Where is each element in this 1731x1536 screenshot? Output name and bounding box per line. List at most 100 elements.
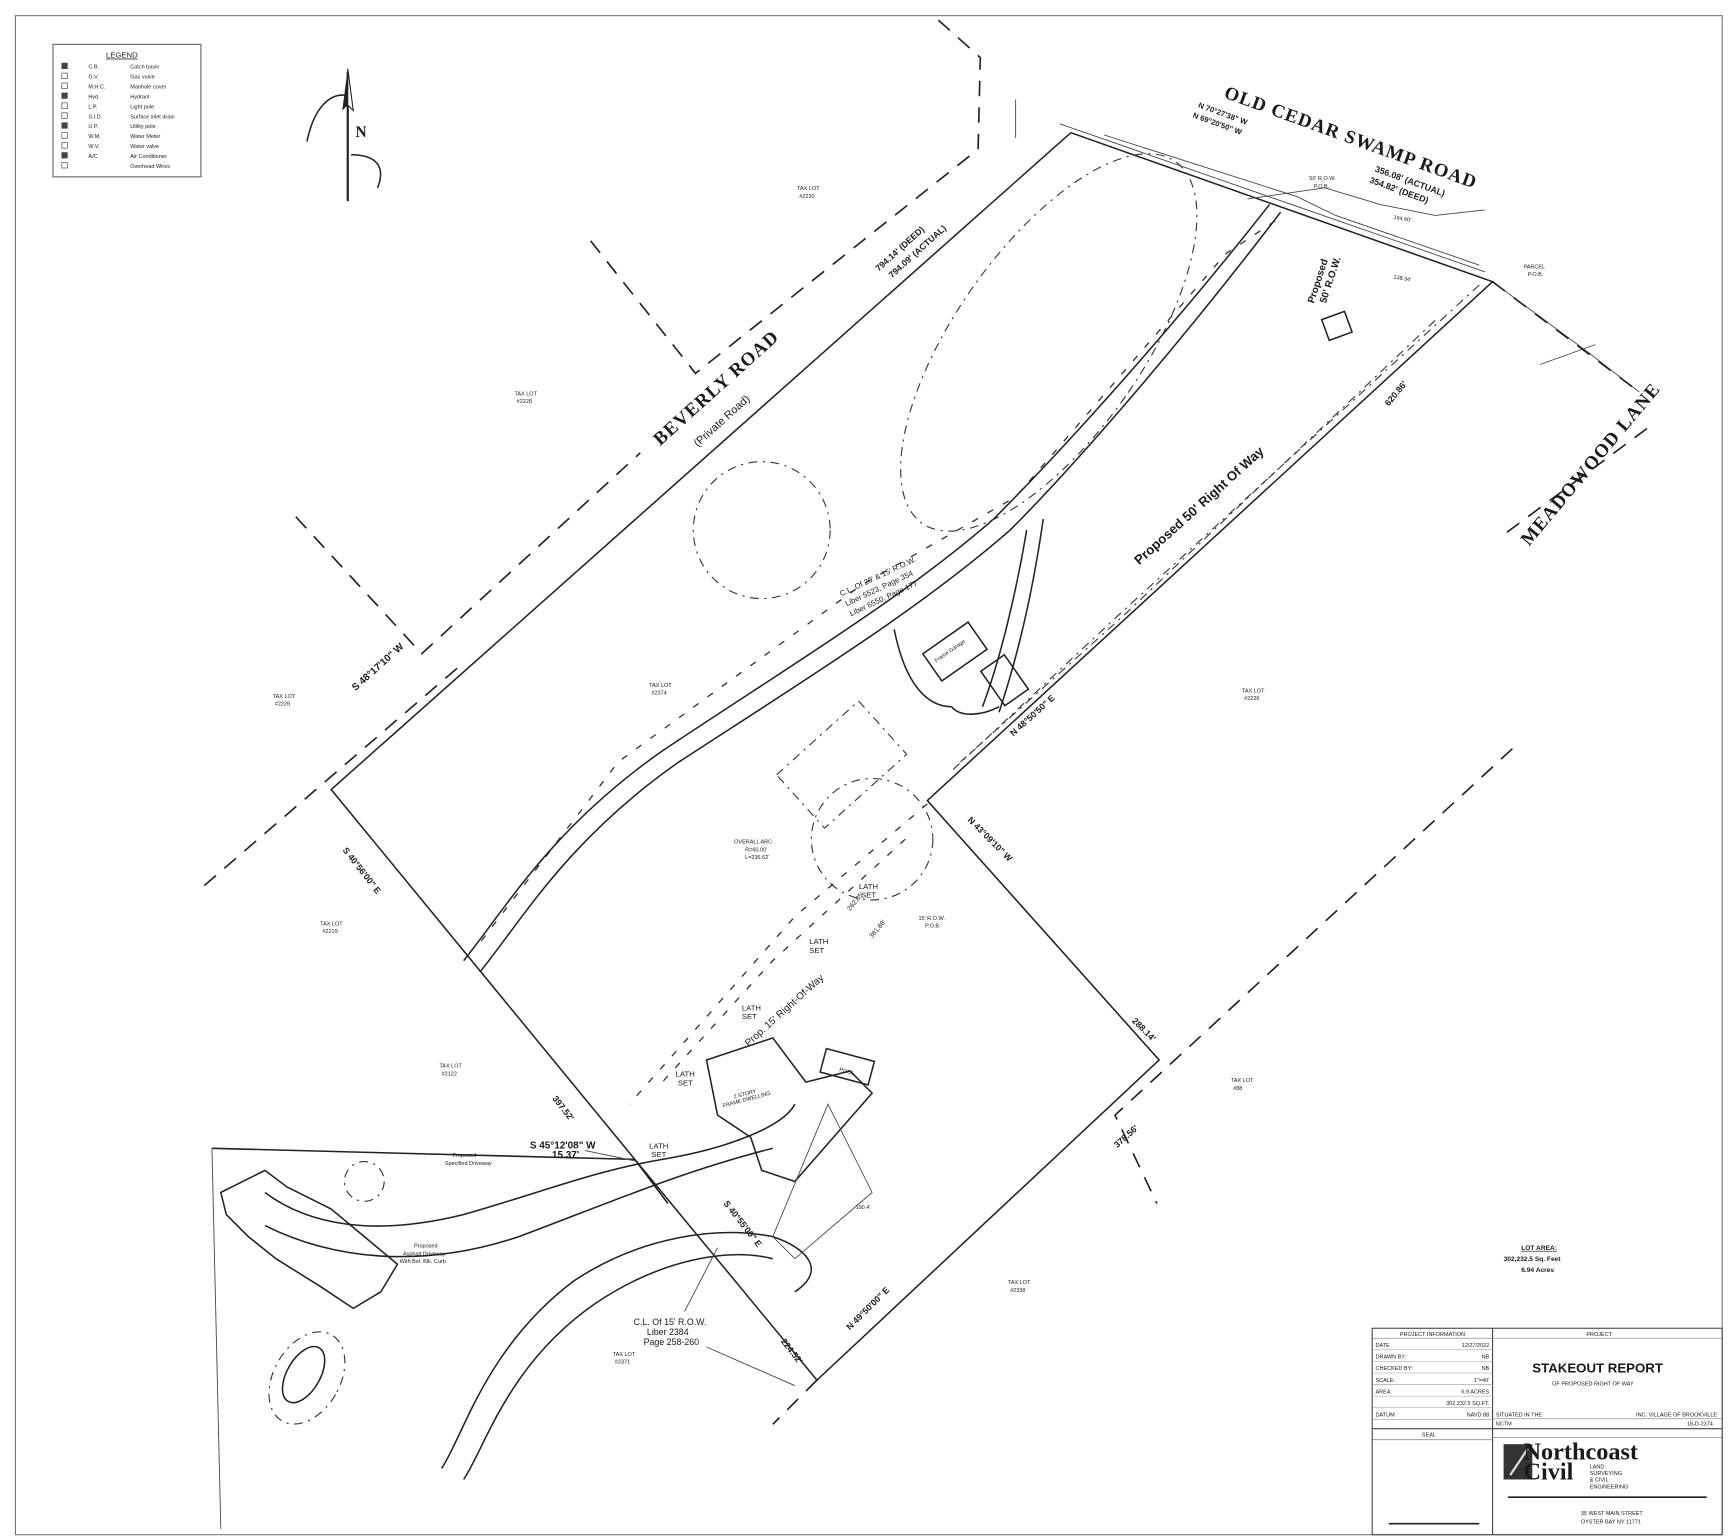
lot-area-sqft: 302,232.5 Sq. Feet (1504, 1256, 1562, 1263)
legend-abbr: M.H.C. (88, 85, 106, 91)
road-meadowood: MEADOWOOD LANE (1517, 379, 1665, 550)
tax-lot-label: TAX LOT#2374 (649, 683, 672, 697)
legend-label: Water Meter (130, 134, 160, 140)
tax-lot-title: TAX LOT (1231, 1078, 1254, 1084)
tax-lot-number: #2230 (799, 194, 814, 200)
company-tag-2: SURVEYING (1590, 1471, 1622, 1477)
tax-lot-label: TAX LOT#2226 (1242, 688, 1265, 702)
gas-valve-icon (61, 72, 68, 79)
seal-label: SEAL (1422, 1432, 1436, 1438)
label-parcel-pob: PARCEL (1523, 264, 1545, 270)
legend-abbr: U.P. (88, 124, 98, 130)
legend-label: Water valve (130, 144, 159, 150)
label-bearing-s4055: S 40°55'00" E (722, 1199, 764, 1249)
title-block-value: 12/27/2022 (1462, 1343, 1490, 1349)
tax-lot-label: TAX LOT #2226 (273, 694, 296, 708)
label-s4512-2: 15.37' (552, 1150, 579, 1161)
sheet-border (14, 15, 1723, 1536)
manhole-icon (61, 82, 68, 89)
label-pool: POOL (838, 1067, 854, 1077)
label-dist-397: 397.52' (550, 1094, 576, 1123)
label-lath-set: LATH (676, 1070, 695, 1079)
tax-lot-title: TAX LOT (320, 921, 343, 927)
company-tag-3: & CIVIL (1590, 1478, 1609, 1484)
sctm-number: 18-D-2374 (1687, 1421, 1713, 1427)
proposed-areas (692, 153, 1198, 901)
lot-area: LOT AREA: 302,232.5 Sq. Feet 6.94 Acres (1504, 1245, 1562, 1274)
label-asphalt-2: Asphalt Driveway (403, 1251, 446, 1257)
legend-item: G.V. Gas valve (61, 72, 155, 81)
label-bearing-n4850: N 48°50'50" E (1008, 693, 1057, 738)
tax-lot-label: TAX LOT #2338 (1008, 1280, 1031, 1294)
label-lath-set: LATH (649, 1141, 668, 1150)
company-tag: LAND (1590, 1464, 1605, 1470)
legend-item: M.H.C.Manhole cover (61, 82, 167, 91)
legend-item: U.P. Utility pole (61, 122, 156, 130)
label-overall-arc: OVERALL ARC (734, 840, 772, 846)
title-block-label: DATUM (1376, 1413, 1396, 1419)
tax-lot-number: #2374 (651, 691, 666, 697)
drain-icon (61, 112, 68, 119)
sctm-label: NCTM (1496, 1421, 1512, 1427)
label-dist-378: 378.56' (1112, 1123, 1140, 1150)
situated-label: SITUATED IN THE (1496, 1413, 1543, 1419)
lot-area-acres: 6.94 Acres (1521, 1267, 1554, 1274)
tax-lot-title: TAX LOT (439, 1064, 462, 1070)
legend-title: LEGEND (106, 51, 138, 60)
legend-item: L.P.Light pole (61, 102, 154, 110)
label-prop-driveway: Proposed (453, 1153, 477, 1159)
legend-label: Hydrant (130, 94, 150, 100)
title-block-value: NAVD 88 (1467, 1413, 1490, 1419)
company-name-2: Civil (1523, 1458, 1573, 1485)
label-15-row-pob-2: P.O.B. (925, 924, 941, 930)
north-arrow: N (306, 68, 382, 202)
label-lath-set: LATH (859, 882, 878, 891)
company-tag-4: ENGINEERING (1590, 1484, 1629, 1490)
legend-abbr: W.M. (88, 134, 101, 140)
legend-label: Utility pole (130, 124, 155, 130)
label-dwelling: 2 STORY (733, 1089, 757, 1101)
north-label: N (355, 124, 366, 141)
label-parcel-pob-2: P.O.B. (1528, 272, 1544, 278)
label-arc-length: L=236.62' (745, 855, 769, 861)
catch-basin-icon (61, 62, 68, 69)
label-asphalt: Proposed (414, 1244, 438, 1250)
tax-lot-number: #2338 (1010, 1288, 1025, 1294)
legend-abbr: G.V. (88, 75, 99, 81)
driveway (264, 203, 1282, 1480)
label-s4512: S 45°12'08" W (530, 1140, 596, 1151)
project-header: PROJECT (1586, 1332, 1612, 1338)
tax-lot-number: #2226 (275, 702, 290, 708)
legend-label: Surface inlet drain (130, 114, 174, 120)
tax-lot-label: TAX LOT#2230 (797, 186, 820, 200)
tax-lot-title: TAX LOT (273, 694, 296, 700)
legend-label: Gas valve (130, 75, 154, 81)
tax-lot-number: #2228 (517, 399, 532, 405)
legend-item: Hyd.Hydrant (61, 92, 150, 100)
tax-lot-title: TAX LOT (1008, 1280, 1031, 1286)
label-asphalt-3: With Bel. Blk. Curb (400, 1259, 446, 1265)
label-row-pob: 50' R.O.W. (1309, 176, 1336, 182)
light-pole-icon (61, 102, 68, 109)
legend-item: Overhead Wires (61, 162, 170, 170)
title-block-value: NB (1482, 1355, 1490, 1361)
label-cl-15-row-3: Page 258-260 (644, 1337, 700, 1347)
legend-item: W.M. Water Meter (61, 132, 160, 140)
hydrant-icon (61, 92, 68, 99)
dwelling (705, 1037, 874, 1183)
overhead-wires-icon (61, 162, 68, 169)
label-beverly-bearing: S 48°17'10" W (350, 641, 407, 694)
label-lath-set-2: SET (809, 946, 824, 955)
pool-southwest (281, 1345, 326, 1404)
tax-lot-title: TAX LOT (613, 1352, 636, 1358)
label-lath-set-2: SET (651, 1150, 666, 1159)
title-block-label: CHECKED BY: (1376, 1366, 1413, 1372)
legend-abbr: C.B. (88, 65, 99, 71)
tax-lot-number: #88 (1233, 1086, 1242, 1092)
water-meter-icon (61, 132, 68, 139)
company-address-2: OYSTER BAY NY 11771 (1581, 1520, 1641, 1526)
legend-abbr: W.V. (88, 144, 100, 150)
